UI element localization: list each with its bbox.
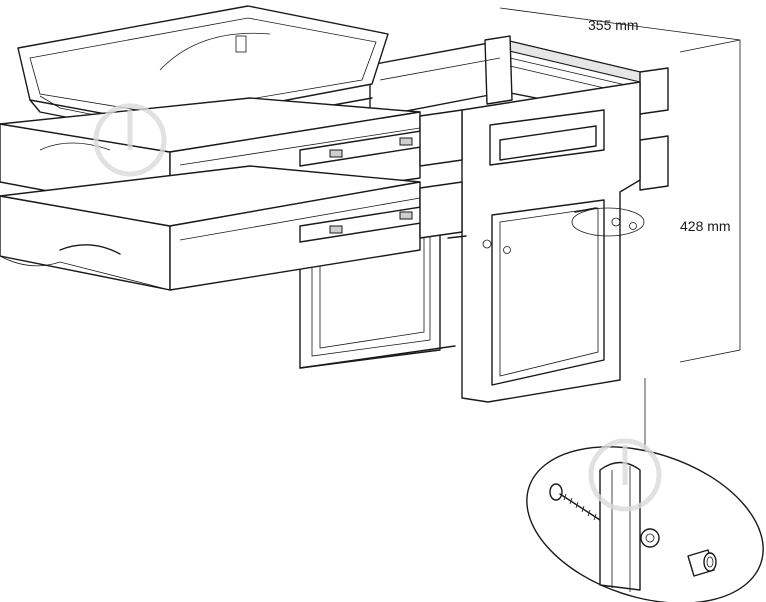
screw-icon [447,207,637,254]
width-dimension-label: 355 mm [588,17,639,33]
screw-icon [549,483,601,521]
side-panel [461,81,641,403]
detail-callout [526,207,764,602]
lower-drawer [0,165,463,291]
watermark-icon [93,103,662,512]
dowel-icon [687,549,717,577]
height-dimension-label: 428 mm [680,218,731,234]
